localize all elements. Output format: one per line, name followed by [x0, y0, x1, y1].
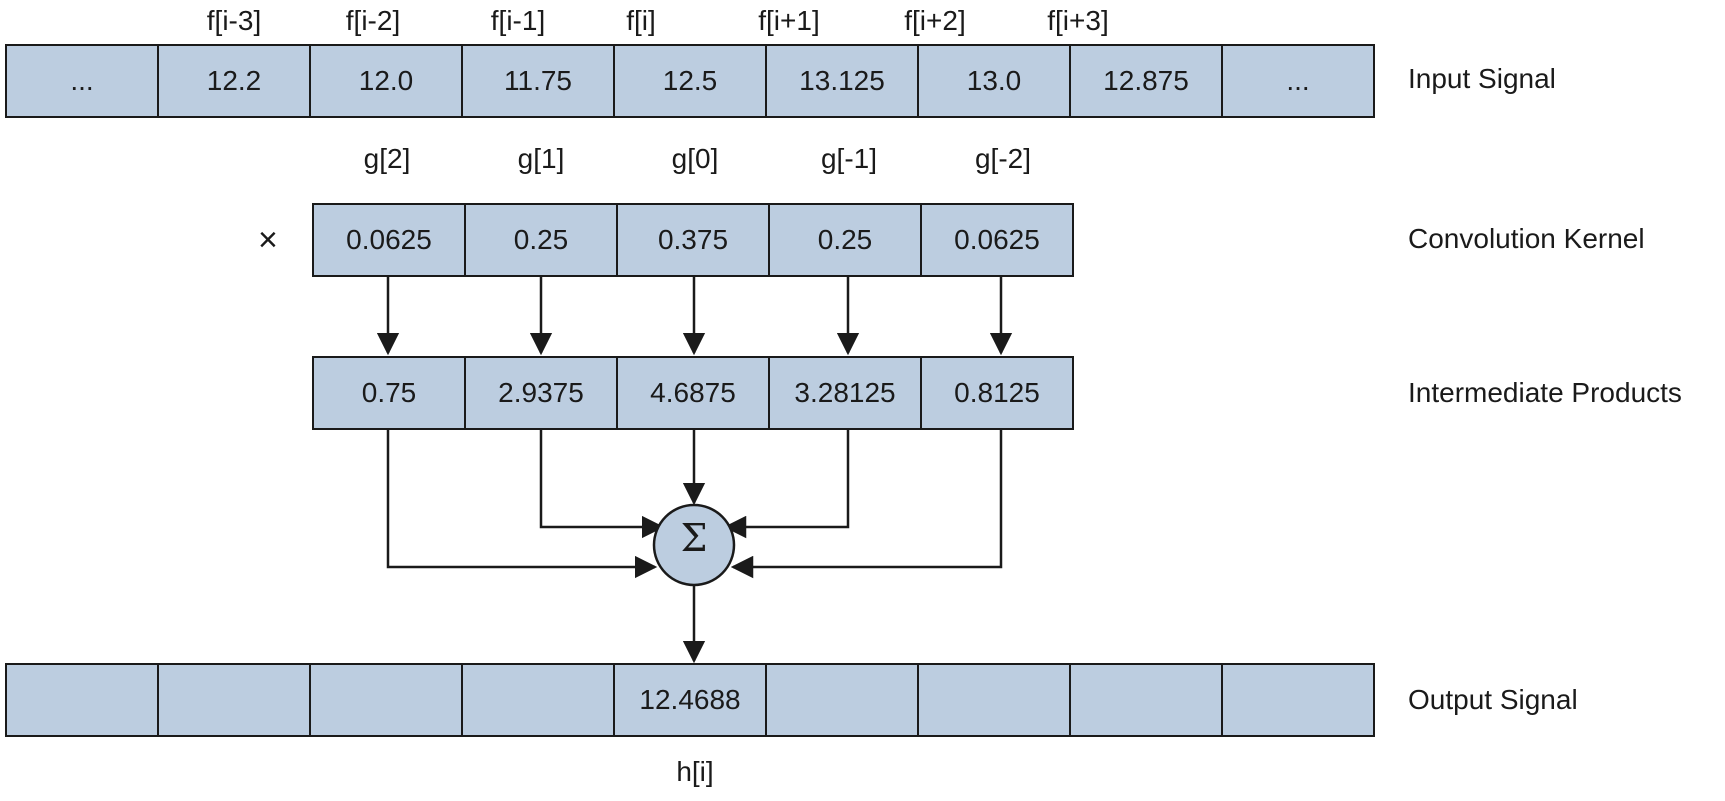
output-cell — [765, 663, 919, 737]
input-signal-label: Input Signal — [1408, 63, 1556, 94]
arrow-product-to-sum — [730, 430, 1003, 579]
output-cell — [309, 663, 463, 737]
kernel-cell: 0.0625 — [312, 203, 466, 277]
output-cell — [1069, 663, 1223, 737]
product-cell: 0.8125 — [920, 356, 1074, 430]
input-index-label: f[i+1] — [758, 5, 820, 36]
kernel-cell: 0.25 — [464, 203, 618, 277]
output-signal-row: 12.4688 — [5, 663, 1375, 737]
output-index-label: h[i] — [676, 756, 714, 787]
kernel-index-label: g[-2] — [974, 143, 1032, 174]
input-cell: 13.0 — [917, 44, 1071, 118]
input-index-label: f[i+2] — [904, 5, 966, 36]
input-index-label: f[i-3] — [206, 5, 262, 36]
arrow-product-to-sum — [386, 430, 658, 579]
arrow-product-to-sum — [539, 430, 665, 539]
summation-node — [652, 503, 736, 587]
input-cell: ... — [1221, 44, 1375, 118]
kernel-cell: 0.25 — [768, 203, 922, 277]
output-cell — [917, 663, 1071, 737]
output-cell — [5, 663, 159, 737]
convolution-kernel-row: 0.0625 0.25 0.375 0.25 0.0625 — [312, 203, 1074, 277]
input-index-label: f[i] — [626, 5, 656, 36]
input-signal-row: ... 12.2 12.0 11.75 12.5 13.125 13.0 12.… — [5, 44, 1375, 118]
intermediate-products-row: 0.75 2.9375 4.6875 3.28125 0.8125 — [312, 356, 1074, 430]
output-cell — [1221, 663, 1375, 737]
kernel-index-label: g[2] — [363, 143, 411, 174]
input-cell: 12.5 — [613, 44, 767, 118]
output-cell: 12.4688 — [613, 663, 767, 737]
multiply-operator: × — [258, 221, 278, 259]
kernel-index-label: g[0] — [671, 143, 719, 174]
arrow-product-to-sum — [723, 430, 850, 539]
intermediate-products-label: Intermediate Products — [1408, 377, 1682, 408]
input-index-label: f[i-2] — [345, 5, 401, 36]
product-cell: 4.6875 — [616, 356, 770, 430]
output-signal-label: Output Signal — [1408, 684, 1578, 715]
convolution-kernel-label: Convolution Kernel — [1408, 223, 1645, 254]
kernel-index-label: g[-1] — [820, 143, 878, 174]
input-cell: 11.75 — [461, 44, 615, 118]
input-index-label: f[i-1] — [490, 5, 546, 36]
kernel-cell: 0.375 — [616, 203, 770, 277]
product-cell: 2.9375 — [464, 356, 618, 430]
summation-symbol: Σ — [680, 516, 708, 560]
kernel-index-label: g[1] — [517, 143, 565, 174]
kernel-cell: 0.0625 — [920, 203, 1074, 277]
input-index-label: f[i+3] — [1047, 5, 1109, 36]
input-cell: 13.125 — [765, 44, 919, 118]
output-cell — [157, 663, 311, 737]
output-cell — [461, 663, 615, 737]
